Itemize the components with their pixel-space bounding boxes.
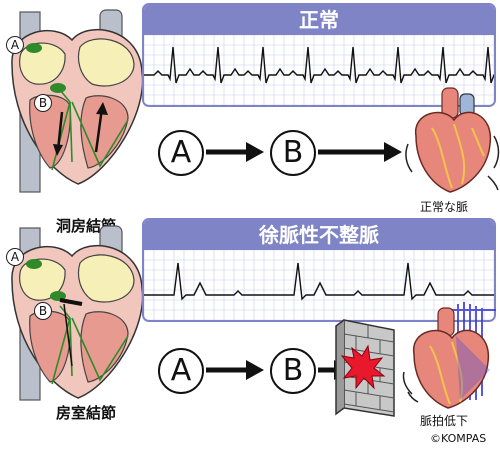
point-a-marker-bottom: A [6, 248, 24, 266]
panel-title-bradycardia: 徐脈性不整脈 [144, 220, 494, 250]
arrow-a-to-b-top [206, 142, 264, 162]
ecg-trace-normal [144, 35, 494, 105]
heart-diagram-normal [11, 9, 144, 193]
ecg-panel-bradycardia: 徐脈性不整脈 [142, 218, 496, 322]
point-b-marker-bottom: B [34, 302, 52, 320]
av-node-label: 房室結節 [56, 404, 117, 422]
credit-text: ©KOMPAS [430, 432, 487, 445]
heart-diagram-bradycardia [11, 225, 144, 401]
ecg-trace-bradycardia [144, 250, 494, 320]
arrow-a-to-b-bottom [206, 360, 264, 380]
sequence-a-bottom: A [158, 348, 204, 394]
ecg-panel-normal: 正常 [142, 3, 496, 107]
panel-title-normal: 正常 [144, 5, 494, 35]
heart-illustration-normal [405, 87, 500, 193]
sequence-a-top: A [158, 130, 204, 176]
sequence-b-top: B [270, 130, 316, 176]
arrow-b-to-heart-top [318, 142, 402, 162]
heart-caption-bradycardia: 脈拍低下 [420, 414, 469, 428]
sequence-b-bottom: B [270, 348, 316, 394]
point-a-marker-top: A [6, 36, 24, 54]
heart-caption-normal: 正常な脈 [420, 200, 469, 214]
heart-illustration-bradycardia [402, 302, 496, 409]
conduction-block-wall [335, 319, 395, 417]
point-b-marker-top: B [34, 94, 52, 112]
